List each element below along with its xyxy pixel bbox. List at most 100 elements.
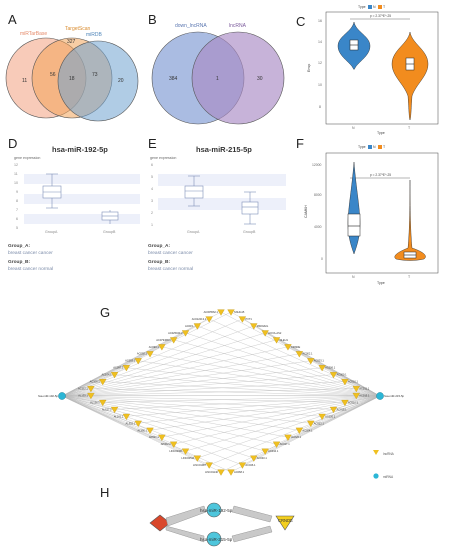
network-edge: [209, 395, 381, 466]
network-legend-lncrna-label: lncRNA: [383, 452, 394, 456]
network-edge: [61, 353, 151, 397]
network-lncrna-label: AC040.1: [257, 456, 268, 460]
network-lncrna-node[interactable]: [110, 406, 119, 414]
network-lncrna-label: AC009.1: [337, 373, 348, 377]
network-lncrna-node[interactable]: [295, 427, 304, 434]
network-lncrna-node[interactable]: [227, 309, 235, 316]
box-e-ytick-4: 2: [151, 211, 153, 215]
violin-c-xtick-n: N: [352, 126, 355, 130]
venn-a-count-center: 18: [69, 76, 75, 82]
network-lncrna-label: SNHG15: [234, 310, 245, 314]
network-lncrna-node[interactable]: [146, 351, 154, 358]
network-lncrna-node[interactable]: [261, 448, 269, 455]
network-lncrna-node[interactable]: [170, 441, 178, 448]
network-lncrna-node[interactable]: [205, 316, 213, 323]
network-lncrna-node[interactable]: [134, 358, 142, 365]
network-lncrna-node[interactable]: [352, 385, 360, 393]
box-e-ytick-1: 5: [151, 175, 153, 179]
network-lncrna-node[interactable]: [318, 365, 326, 372]
network-lncrna-node[interactable]: [122, 365, 131, 372]
violin-c-ytick-2: 12: [318, 61, 322, 65]
violin-f-xtick-t: T: [408, 275, 411, 279]
pathway-h-mir2-label: hsa-miR-215-5p: [200, 537, 233, 542]
box-plot-e: 6 5 4 3 2 1 GroupA GroupB: [151, 163, 286, 234]
network-lncrna-node[interactable]: [193, 323, 202, 330]
network-hub-right-node[interactable]: [376, 392, 384, 400]
network-lncrna-node[interactable]: [261, 330, 269, 337]
network-lncrna-node[interactable]: [87, 385, 95, 393]
network-lncrna-node[interactable]: [329, 372, 338, 379]
violin-c-pvalue: p = 2.37*E^-25: [370, 14, 391, 18]
network-lncrna-node[interactable]: [134, 420, 142, 428]
venn-a-count-only-left: 11: [22, 78, 27, 84]
network-lncrna-label: AC012213.1: [192, 317, 207, 321]
violin-f-ytick-0: 12000: [312, 163, 322, 167]
network-lncrna-label: AC013.1: [359, 393, 370, 397]
network-edge: [173, 339, 381, 397]
violin-c-ytick-3: 10: [318, 83, 322, 87]
network-edge: [197, 325, 381, 397]
network-legend-lncrna-symbol: [373, 450, 379, 455]
network-lncrna-label: AC006.1: [325, 366, 336, 370]
network-lncrna-node[interactable]: [181, 448, 190, 455]
network-edge: [61, 395, 243, 466]
network-lncrna-node[interactable]: [307, 420, 315, 428]
venn-a-count-top: 327: [67, 39, 76, 45]
network-lncrna-node[interactable]: [99, 399, 107, 407]
network-lncrna-node[interactable]: [122, 413, 131, 421]
network-lncrna-node[interactable]: [250, 455, 258, 462]
box-e-group-a-value: breast cancer cancer: [148, 251, 193, 256]
network-lncrna-node[interactable]: [284, 434, 292, 441]
network-edge: [61, 332, 266, 397]
network-lncrna-node[interactable]: [341, 399, 349, 407]
box-plot-d: 12 11 10 9 8 7 6 5 GroupA GroupB: [14, 163, 140, 234]
box-d-ytick-3: 9: [16, 190, 18, 194]
violin-f-ytick-3: 0: [321, 257, 323, 261]
network-lncrna-node[interactable]: [272, 441, 281, 448]
network-edge: [61, 395, 254, 459]
violin-f-legend-n-swatch: [368, 145, 372, 149]
box-d-group-b-value: breast cancer normal: [8, 267, 54, 272]
network-lncrna-label: AC097.2: [113, 366, 124, 370]
network-lncrna-node[interactable]: [238, 316, 247, 323]
network-lncrna-node[interactable]: [193, 455, 202, 462]
network-lncrna-node[interactable]: [329, 406, 338, 414]
network-lncrna-node[interactable]: [238, 462, 247, 469]
network-edge: [185, 332, 381, 397]
network-edge: [356, 395, 381, 397]
network-lncrna-node[interactable]: [341, 379, 349, 386]
violin-f-xlabel: Type: [377, 281, 385, 285]
network-edge: [333, 395, 381, 410]
network-lncrna-node[interactable]: [352, 392, 360, 400]
box-d-title: hsa-miR-192-5p: [52, 145, 108, 154]
network-lncrna-node[interactable]: [284, 344, 292, 351]
network-lncrna-node[interactable]: [87, 392, 95, 400]
network-lncrna-node[interactable]: [205, 462, 213, 469]
network-lncrna-node[interactable]: [295, 351, 304, 358]
network-lncrna-node[interactable]: [99, 379, 107, 386]
network-lncrna-node[interactable]: [170, 337, 178, 344]
venn-a-circle-right: [57, 40, 139, 122]
network-lncrna-node[interactable]: [158, 344, 166, 351]
network-hub-left-node[interactable]: [58, 392, 66, 400]
network-lncrna-node[interactable]: [217, 309, 225, 316]
network-lncrna-node[interactable]: [217, 469, 225, 476]
violin-f-legend-n: N: [373, 145, 376, 149]
network-lncrna-node[interactable]: [250, 323, 258, 330]
network-lncrna-node[interactable]: [307, 358, 315, 365]
network-lncrna-label: AC092.1: [137, 352, 148, 356]
box-d-xtick-a: GroupA: [45, 230, 58, 234]
network-lncrna-node[interactable]: [272, 337, 281, 344]
venn-b-count-left: 384: [169, 76, 178, 82]
network-lncrna-label: AC079468.1: [156, 338, 171, 342]
network-lncrna-node[interactable]: [181, 330, 190, 337]
network-lncrna-node[interactable]: [318, 413, 326, 421]
network-lncrna-node[interactable]: [227, 469, 235, 476]
network-lncrna-label: AC024.1: [302, 428, 313, 432]
network-lncrna-label: AL355.1: [126, 421, 136, 425]
network-lncrna-label: CRNDE: [291, 345, 300, 349]
box-d-ytick-2: 10: [14, 181, 18, 185]
network-lncrna-node[interactable]: [110, 372, 119, 379]
network-lncrna-node[interactable]: [146, 427, 154, 434]
network-lncrna-node[interactable]: [158, 434, 166, 441]
